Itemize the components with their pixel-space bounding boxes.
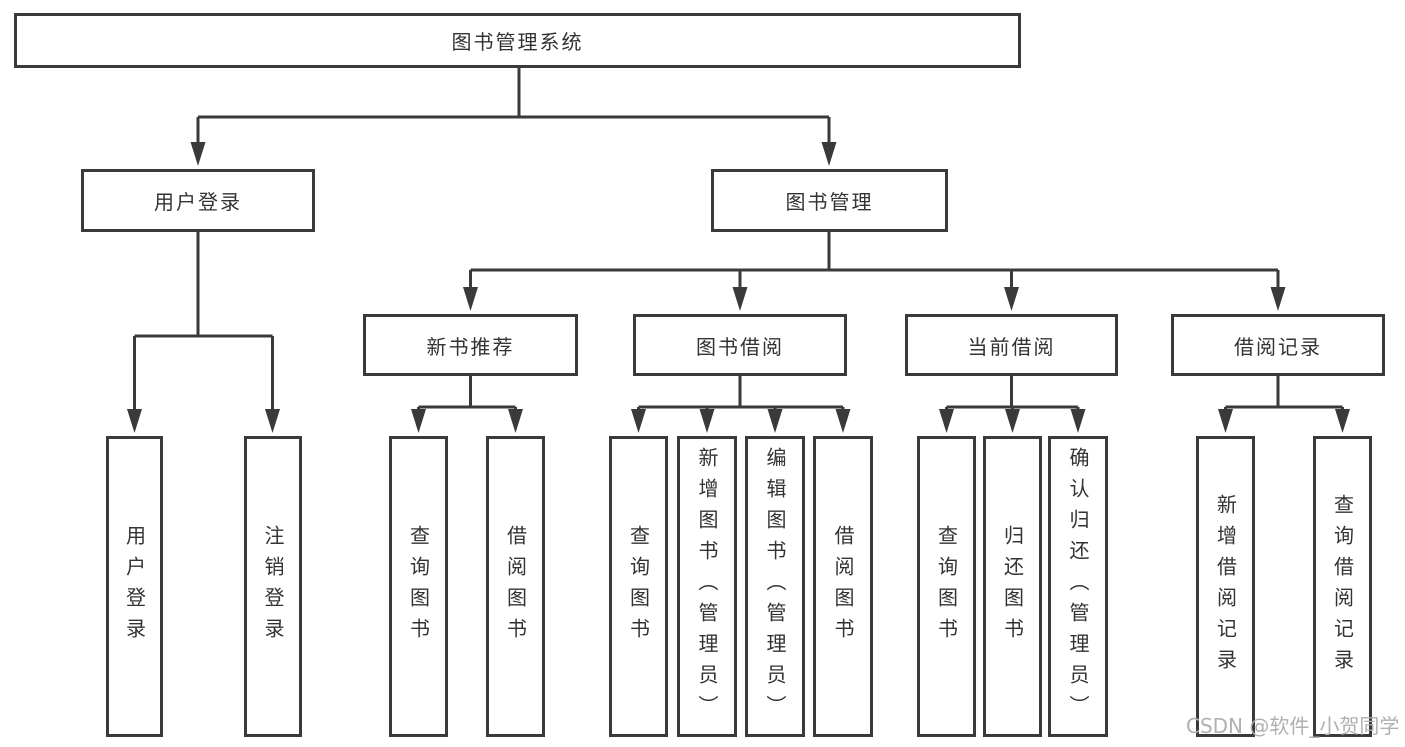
arrowhead	[463, 287, 478, 311]
leaf-logout: 注销登录	[244, 436, 302, 737]
leaf-confirm-return-admin: 确认归还（管理员）	[1048, 436, 1108, 737]
connector-root-to-level2	[196, 68, 831, 145]
leaf-query-book-current: 查询图书	[917, 436, 976, 737]
connector-bookmgmt-to-level3	[469, 232, 1280, 290]
arrowhead	[1335, 409, 1350, 433]
arrowhead	[190, 142, 206, 166]
arrowhead	[1070, 409, 1086, 433]
node-current-borrow: 当前借阅	[905, 314, 1118, 376]
arrowhead	[821, 142, 837, 166]
leaf-query-borrow-record: 查询借阅记录	[1313, 436, 1372, 737]
arrowhead	[1218, 409, 1233, 433]
leaf-user-login: 用户登录	[106, 436, 163, 737]
node-library-management-system: 图书管理系统	[14, 13, 1021, 68]
csdn-watermark: CSDN @软件_小贺同学	[1186, 714, 1400, 738]
arrowhead	[631, 409, 646, 433]
node-book-management: 图书管理	[711, 169, 948, 232]
arrowhead	[508, 409, 523, 433]
arrowhead	[1004, 287, 1019, 311]
arrowhead	[265, 409, 280, 433]
arrowhead	[835, 409, 851, 433]
node-user-login: 用户登录	[81, 169, 315, 232]
arrowhead	[939, 409, 954, 433]
connector-bookborrow-to-leaves	[637, 376, 845, 412]
arrowhead	[732, 287, 748, 311]
leaf-borrow-book: 借阅图书	[813, 436, 873, 737]
arrowhead	[1270, 287, 1286, 311]
connector-currentborrow-to-leaves	[945, 376, 1080, 412]
arrowhead	[767, 409, 783, 433]
leaf-edit-book-admin: 编辑图书（管理员）	[745, 436, 805, 737]
leaf-query-book-recommend: 查询图书	[389, 436, 448, 737]
leaf-borrow-book-recommend: 借阅图书	[486, 436, 545, 737]
leaf-add-book-admin: 新增图书（管理员）	[677, 436, 737, 737]
leaf-add-borrow-record: 新增借阅记录	[1196, 436, 1255, 737]
node-borrow-record: 借阅记录	[1171, 314, 1385, 376]
leaf-return-book: 归还图书	[983, 436, 1042, 737]
node-book-borrow: 图书借阅	[633, 314, 847, 376]
connector-borrowrecord-to-leaves	[1224, 376, 1344, 412]
arrowhead	[127, 409, 142, 433]
arrowhead	[699, 409, 715, 433]
leaf-query-book-borrow: 查询图书	[609, 436, 668, 737]
arrowhead	[1005, 409, 1020, 433]
arrowhead	[411, 409, 426, 433]
connector-userlogin-to-leaves	[133, 232, 274, 412]
node-new-book-recommend: 新书推荐	[363, 314, 578, 376]
connector-newbook-to-leaves	[417, 376, 517, 412]
